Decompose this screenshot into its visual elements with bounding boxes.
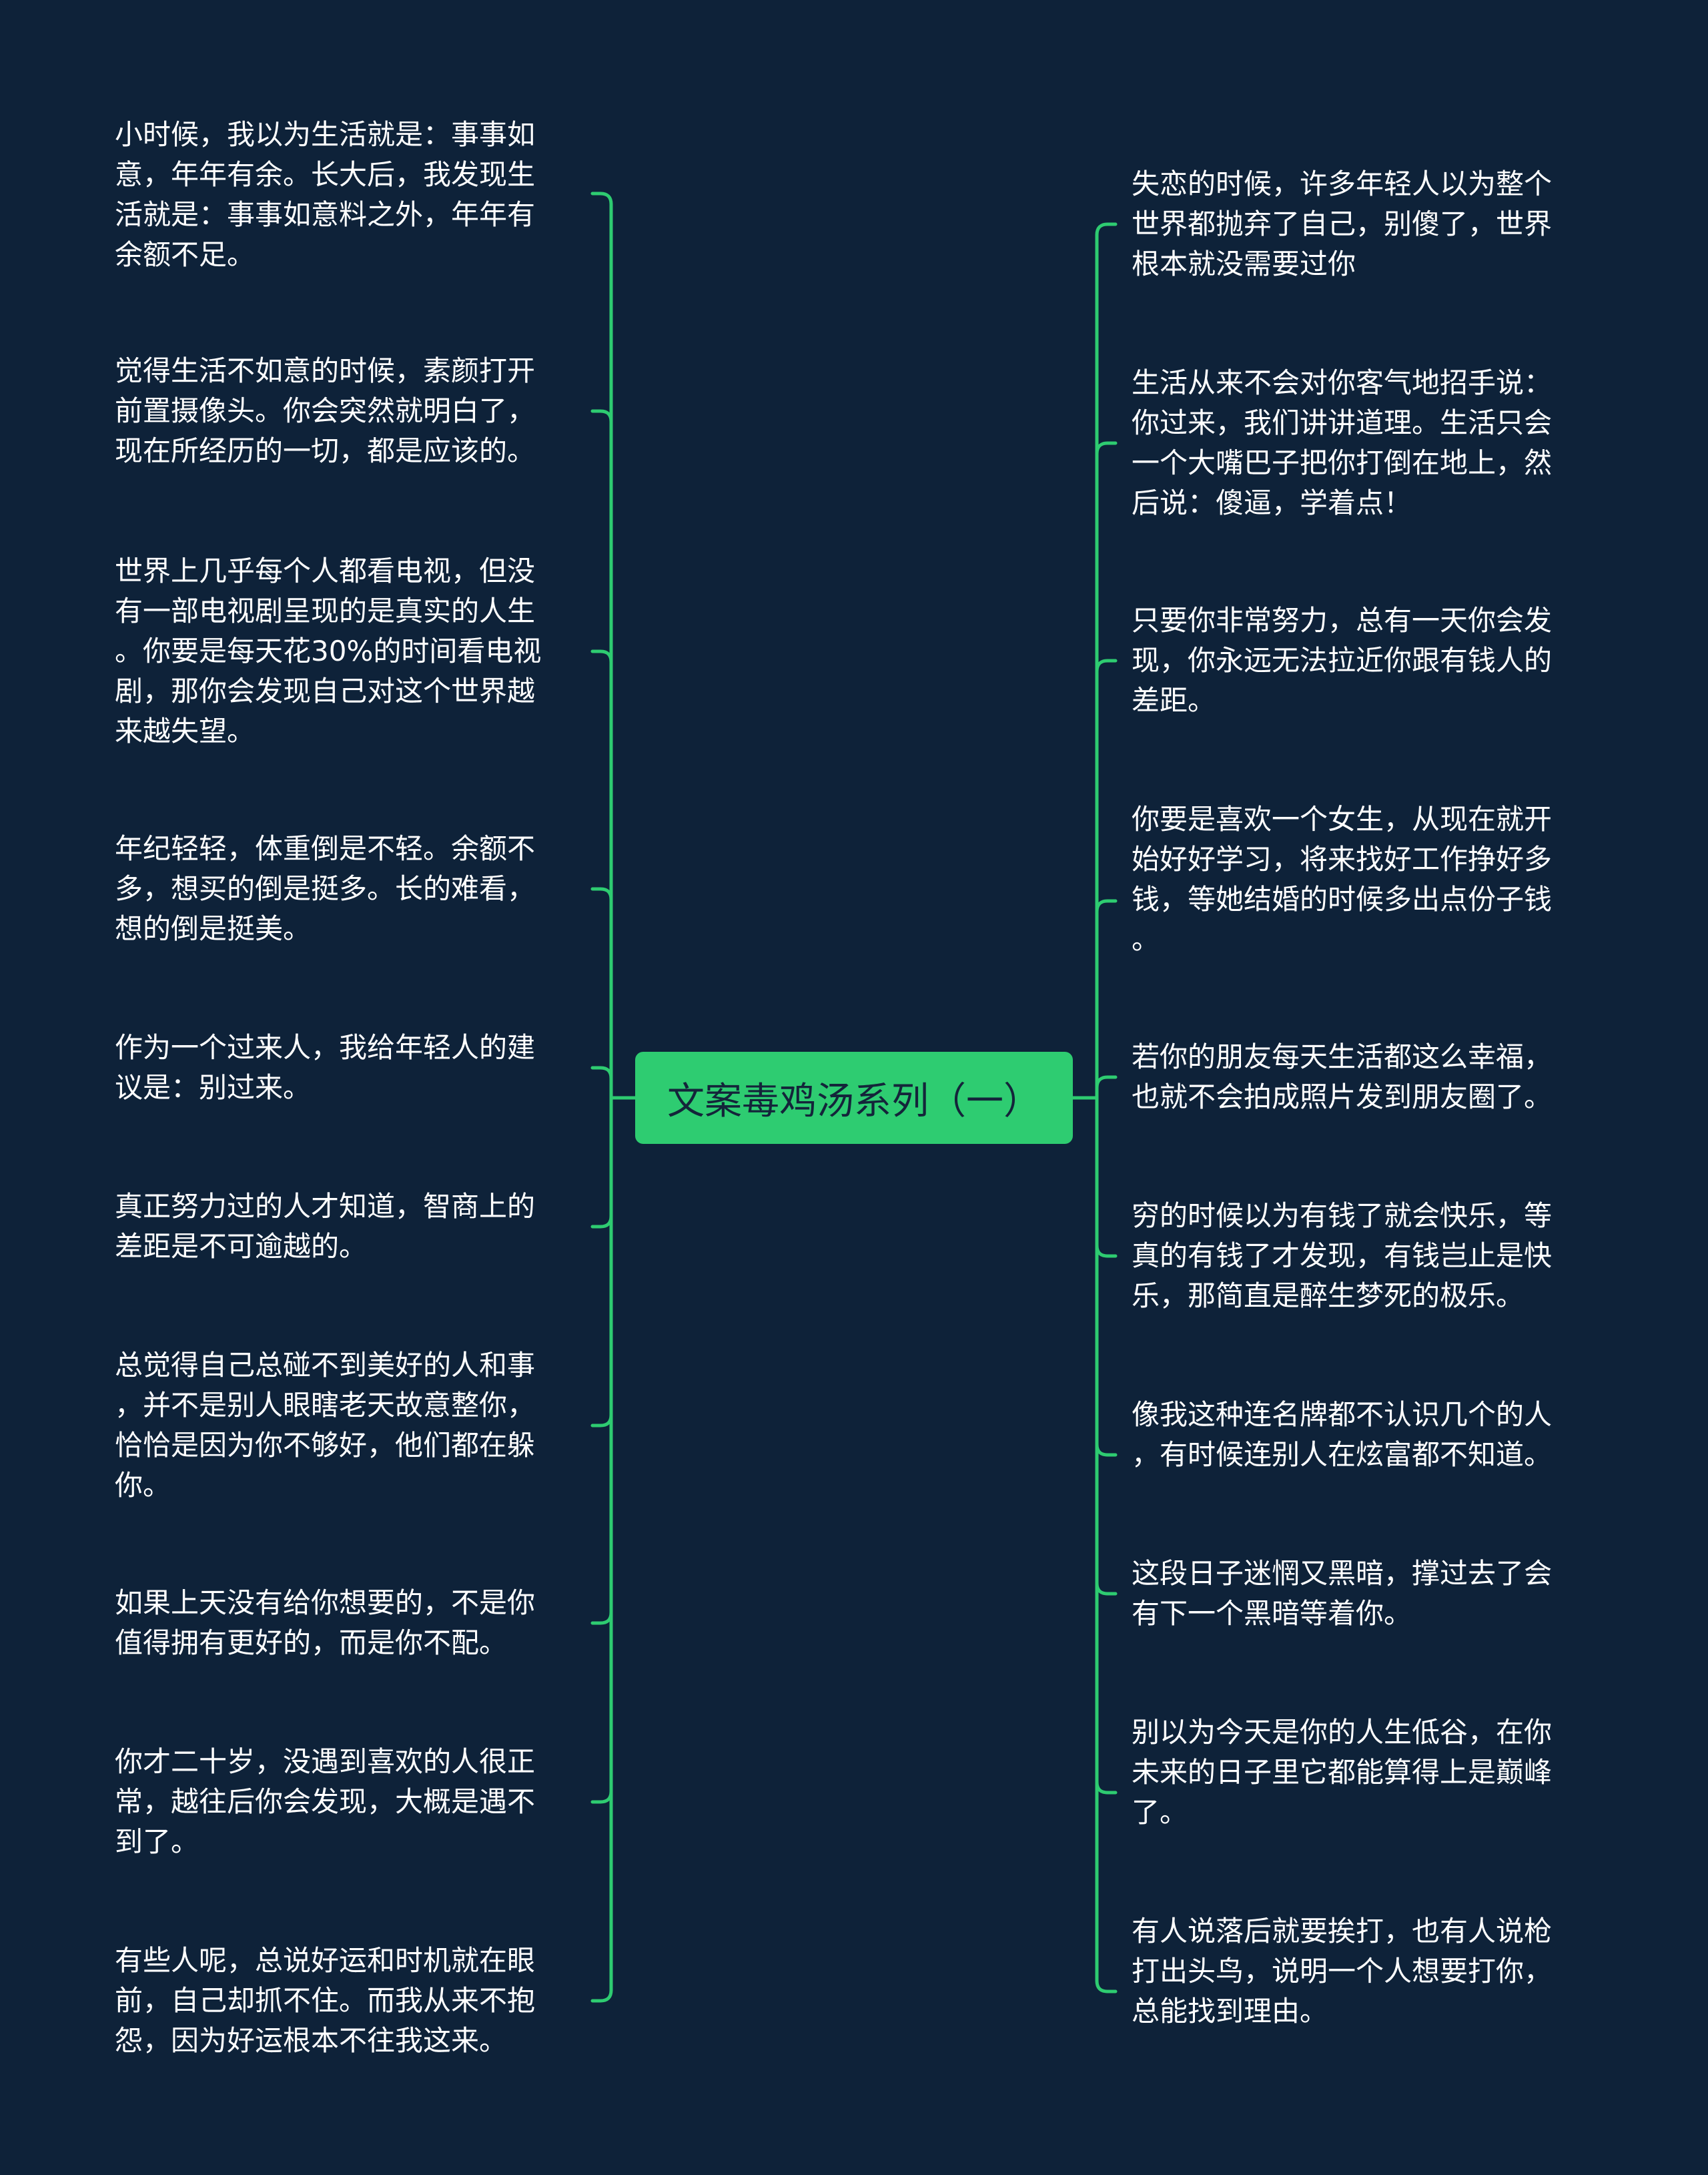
right-connector-5: [1095, 1075, 1118, 1090]
right-branch-2[interactable]: 生活从来不会对你客气地招手说： 你过来，我们讲讲道理。生活只会 一个大嘴巴子把你…: [1132, 366, 1553, 519]
right-connector-3: [1095, 659, 1118, 673]
left-connector-1: [590, 192, 613, 206]
left-branch-8[interactable]: 如果上天没有给你想要的，不是你 值得拥有更好的，而是你不配。: [115, 1586, 536, 1659]
left-branch-2[interactable]: 觉得生活不如意的时候，素颜打开 前置摄像头。你会突然就明白了， 现在所经历的一切…: [115, 354, 536, 467]
left-connector-5: [590, 1066, 613, 1080]
left-connector-3: [590, 649, 613, 664]
left-branch-4[interactable]: 年纪轻轻，体重倒是不轻。余额不 多，想买的倒是挺多。长的难看， 想的倒是挺美。: [115, 832, 536, 945]
left-branch-9[interactable]: 你才二十岁，没遇到喜欢的人很正 常，越往后你会发现，大概是遇不 到了。: [115, 1745, 536, 1858]
right-connector-2: [1095, 441, 1118, 456]
right-branch-9[interactable]: 别以为今天是你的人生低谷，在你 未来的日子里它都能算得上是巅峰 了。: [1132, 1716, 1553, 1829]
left-branch-5[interactable]: 作为一个过来人，我给年轻人的建 议是：别过来。: [115, 1031, 536, 1104]
right-branch-6[interactable]: 穷的时候以为有钱了就会快乐，等 真的有钱了才发现，有钱岂止是快 乐，那简直是醉生…: [1132, 1199, 1553, 1312]
right-connector-4: [1095, 899, 1118, 914]
left-connector-4: [590, 887, 613, 902]
left-connector-9: [590, 1789, 613, 1804]
right-branch-10[interactable]: 有人说落后就要挨打，也有人说枪 打出头鸟，说明一个人想要打你， 总能找到理由。: [1132, 1915, 1553, 2028]
left-branch-1[interactable]: 小时候，我以为生活就是：事事如 意，年年有余。长大后，我发现生 活就是：事事如意…: [115, 118, 536, 271]
right-connector-8: [1095, 1581, 1118, 1596]
left-connector-2: [590, 409, 613, 424]
right-connector-6: [1095, 1243, 1118, 1258]
right-branch-1[interactable]: 失恋的时候，许多年轻人以为整个 世界都抛弃了自己，别傻了，世界 根本就没需要过你: [1132, 168, 1553, 280]
right-connector-9: [1095, 1780, 1118, 1795]
right-connector-10: [1095, 1979, 1118, 1993]
right-branch-8[interactable]: 这段日子迷惘又黑暗，撑过去了会 有下一个黑暗等着你。: [1132, 1557, 1553, 1630]
left-connector-8: [590, 1610, 613, 1625]
left-connector-7: [590, 1413, 613, 1428]
left-connector-6: [590, 1214, 613, 1229]
right-connector-1: [1095, 222, 1118, 237]
right-branch-4[interactable]: 你要是喜欢一个女生，从现在就开 始好好学习，将来找好工作挣好多 钱，等她结婚的时…: [1132, 803, 1553, 956]
right-branch-7[interactable]: 像我这种连名牌都不认识几个的人 ，有时候连别人在炫富都不知道。: [1132, 1398, 1553, 1471]
left-branch-10[interactable]: 有些人呢，总说好运和时机就在眼 前，自己却抓不住。而我从来不抱 怨，因为好运根本…: [115, 1944, 536, 2057]
left-branch-3[interactable]: 世界上几乎每个人都看电视，但没 有一部电视剧呈现的是真实的人生 。你要是每天花3…: [115, 555, 542, 747]
left-branch-6[interactable]: 真正努力过的人才知道，智商上的 差距是不可逾越的。: [115, 1190, 536, 1263]
left-branch-7[interactable]: 总觉得自己总碰不到美好的人和事 ，并不是别人眼瞎老天故意整你， 恰恰是因为你不够…: [115, 1349, 536, 1502]
central-topic[interactable]: 文案毒鸡汤系列（一）: [635, 1052, 1073, 1144]
right-branch-5[interactable]: 若你的朋友每天生活都这么幸福， 也就不会拍成照片发到朋友圈了。: [1132, 1040, 1553, 1113]
right-branch-3[interactable]: 只要你非常努力，总有一天你会发 现，你永远无法拉近你跟有钱人的 差距。: [1132, 604, 1553, 717]
left-connector-10: [590, 1988, 613, 2003]
right-connector-7: [1095, 1442, 1118, 1457]
